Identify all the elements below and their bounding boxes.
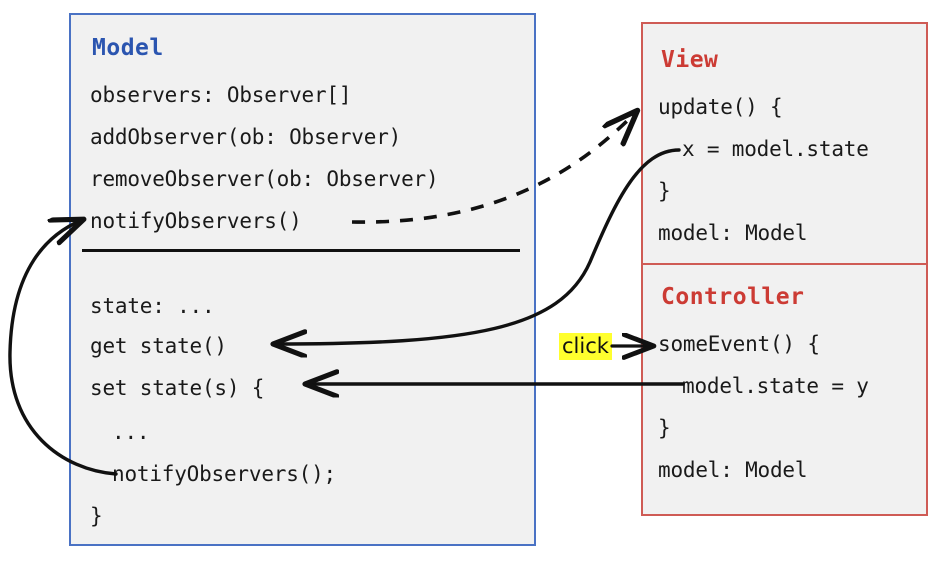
model-setter-state-open: set state(s) { — [90, 376, 265, 400]
controller-method-someevent-close: } — [658, 416, 671, 440]
model-setter-close: } — [90, 504, 103, 528]
click-annotation: click — [559, 333, 612, 360]
view-title: View — [661, 47, 719, 73]
model-getter-state: get state() — [90, 334, 227, 358]
model-setter-body-notify: notifyObservers(); — [112, 462, 336, 486]
model-title: Model — [92, 35, 164, 61]
model-field-observers: observers: Observer[] — [90, 83, 352, 107]
controller-title: Controller — [661, 284, 805, 310]
view-update-body-read: x = model.state — [682, 137, 869, 161]
controller-method-someevent-open: someEvent() { — [658, 332, 820, 356]
model-field-state: state: ... — [90, 294, 215, 318]
controller-field-model: model: Model — [658, 458, 808, 482]
view-field-model: model: Model — [658, 221, 808, 245]
controller-someevent-body-write: model.state = y — [682, 374, 869, 398]
model-section-divider — [82, 249, 520, 252]
model-method-addobserver: addObserver(ob: Observer) — [90, 125, 402, 149]
view-method-update-open: update() { — [658, 95, 783, 119]
model-setter-body-ellipsis: ... — [112, 420, 150, 444]
view-box — [641, 22, 928, 263]
controller-box — [641, 263, 928, 516]
view-method-update-close: } — [658, 179, 671, 203]
model-method-removeobserver: removeObserver(ob: Observer) — [90, 167, 439, 191]
model-method-notifyobservers: notifyObservers() — [90, 209, 302, 233]
